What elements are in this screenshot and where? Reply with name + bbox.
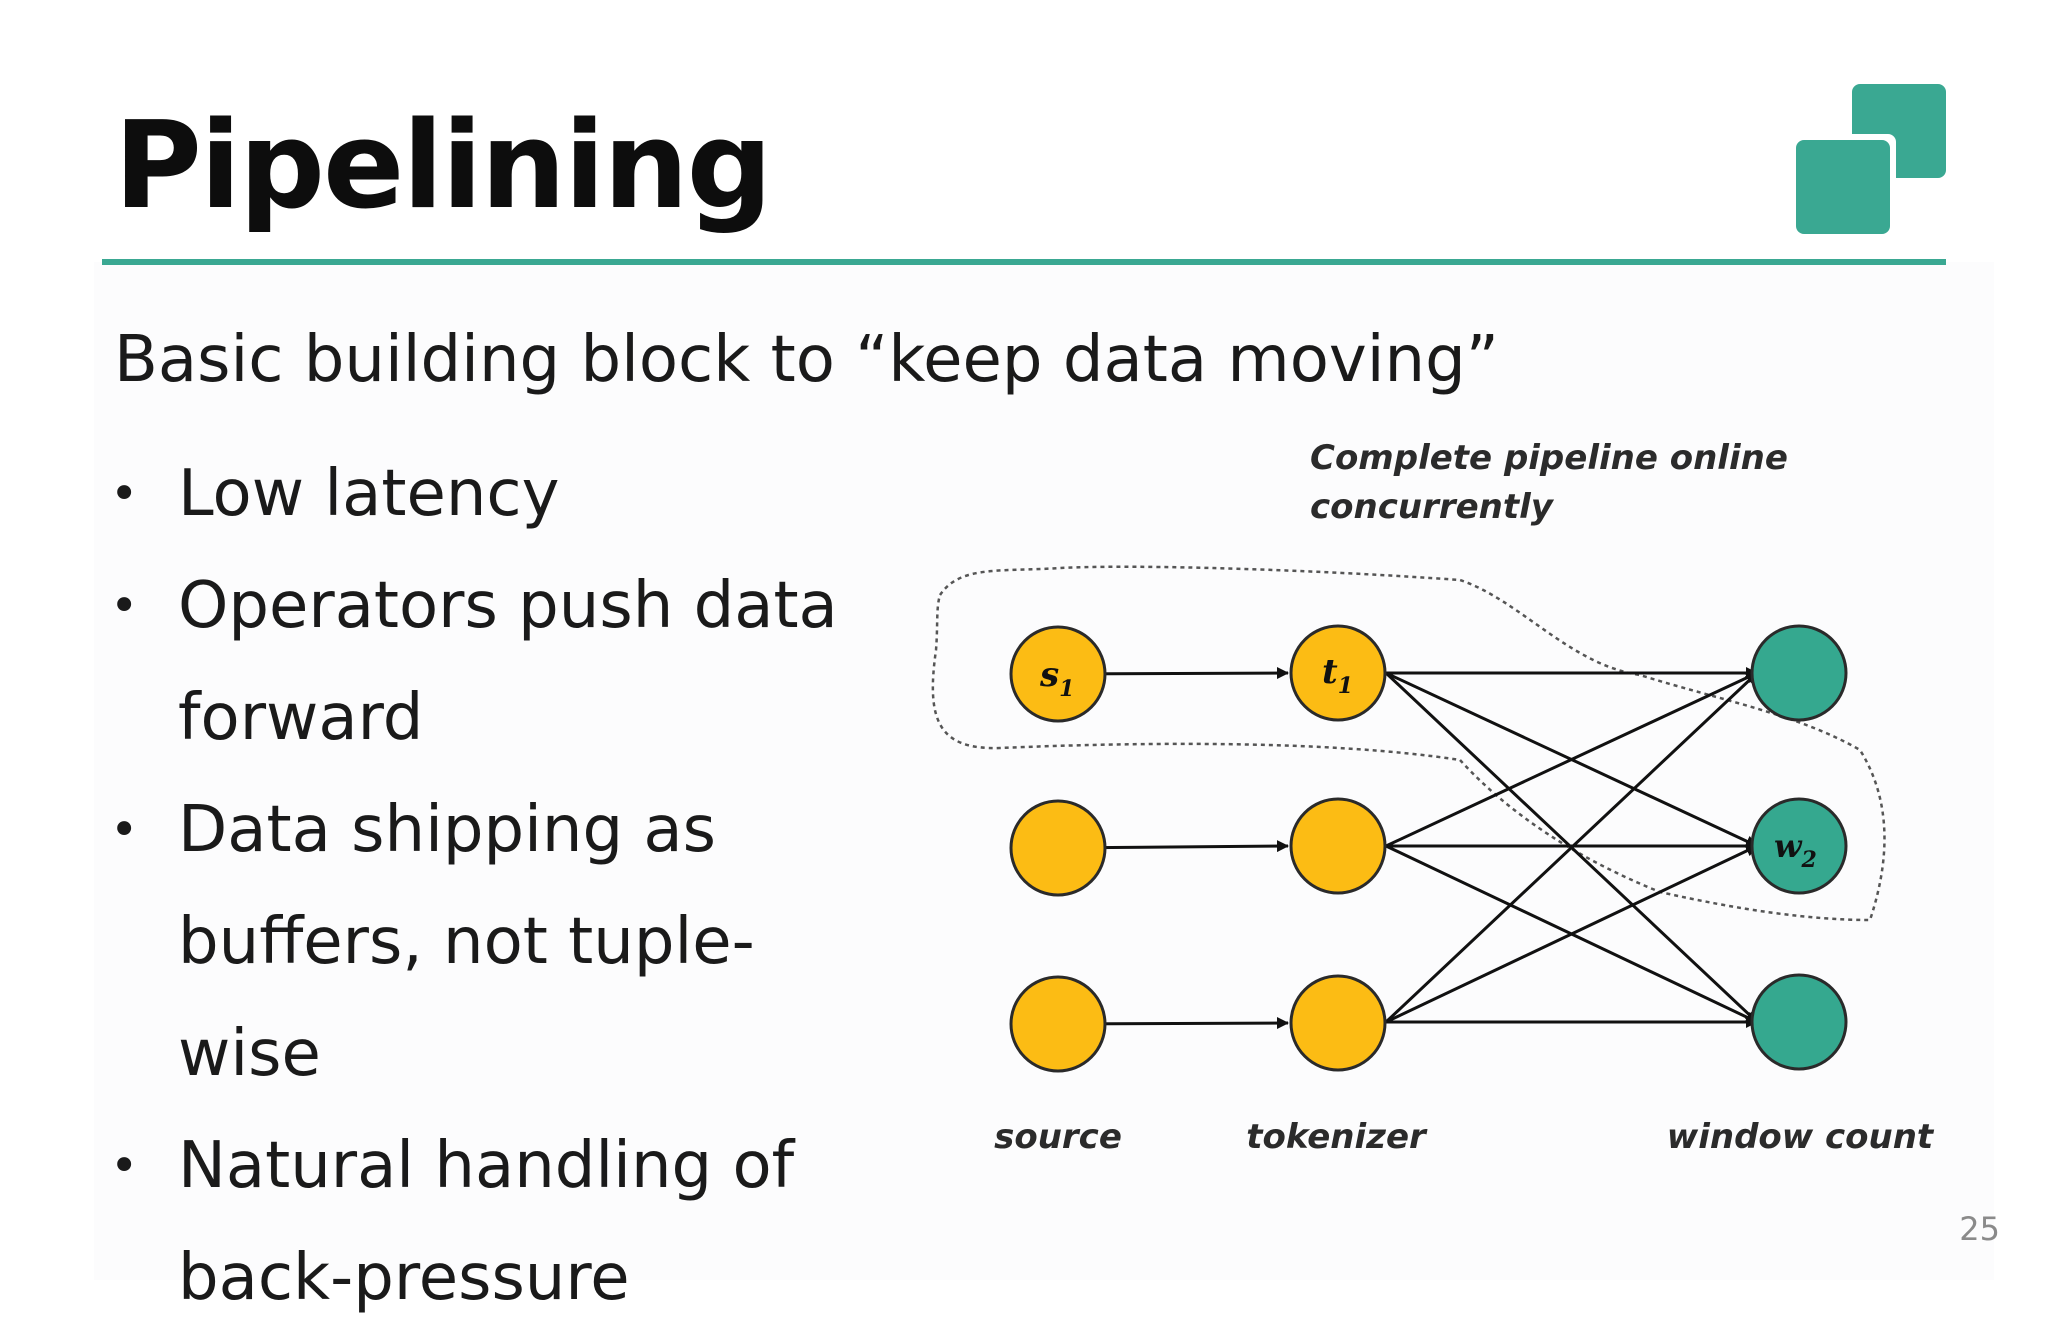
logo-icon [1796,84,1946,234]
node-label-s1-sub: 1 [1059,676,1074,702]
diagram-caption-line-1: Complete pipeline online [1310,438,1788,478]
node-label-t1-main: t [1322,652,1338,692]
tokenizer-node-2 [1289,797,1387,895]
source-node-2 [1009,799,1107,897]
bullet-list: • Low latency • Operators push data forwar… [110,438,890,1334]
bullet-item: • Natural handling of back-pressure [110,1110,890,1334]
node-label-s1: s1 [1039,655,1074,702]
bullet-text: Low latency [178,457,560,531]
window-node-2 [1750,797,1848,895]
concurrent-pipeline-outline [931,565,1886,922]
node-label-w2: w2 [1774,827,1817,873]
slide-background [94,262,1994,1280]
stage-label-window-count: window count [1667,1117,1935,1157]
shuffle-edges [1384,667,1759,1028]
node-label-t1: t1 [1322,652,1353,699]
bullet-text: Data shipping as buffers, not tuple-wise [178,793,755,1091]
source-node-3 [1009,975,1107,1073]
diagram-caption-line-2: concurrently [1310,487,1555,527]
tokenizer-node-3 [1289,974,1387,1072]
edge-t2-w1 [1385,671,1758,848]
bullet-item: • Low latency [110,438,890,550]
bullet-dot-icon: • [110,466,139,522]
bullet-dot-icon: • [110,578,139,634]
bullet-text: Natural handling of back-pressure [178,1129,795,1315]
edge-t3-w2 [1385,844,1758,1024]
bullet-text: Operators push data forward [178,569,838,755]
bullet-item: • Operators push data forward [110,550,890,774]
node-label-w2-main: w [1774,827,1803,865]
window-node-1 [1750,624,1848,722]
bullet-item: • Data shipping as buffers, not tuple-wis… [110,774,890,1110]
tokenizer-node-1 [1289,624,1387,722]
bullet-dot-icon: • [110,802,139,858]
source-node-1 [1009,625,1107,723]
title-divider [102,259,1946,265]
pipeline-diagram: Complete pipeline online concurrently s1… [931,438,1935,1157]
slide-subtitle: Basic building block to “keep data movin… [114,323,1499,397]
stage-label-source: source [994,1117,1122,1157]
node-label-s1-main: s [1039,655,1059,695]
window-node-3 [1750,973,1848,1071]
slide-title: Pipelining [114,97,773,236]
bullet-dot-icon: • [110,1138,139,1194]
node-label-t1-sub: 1 [1338,673,1353,699]
logo-square-front [1796,140,1890,234]
page-number: 25 [1959,1210,2000,1248]
edge-t3-w1 [1384,671,1759,1024]
node-label-w2-sub: 2 [1801,847,1817,873]
stage-label-tokenizer: tokenizer [1246,1117,1428,1157]
